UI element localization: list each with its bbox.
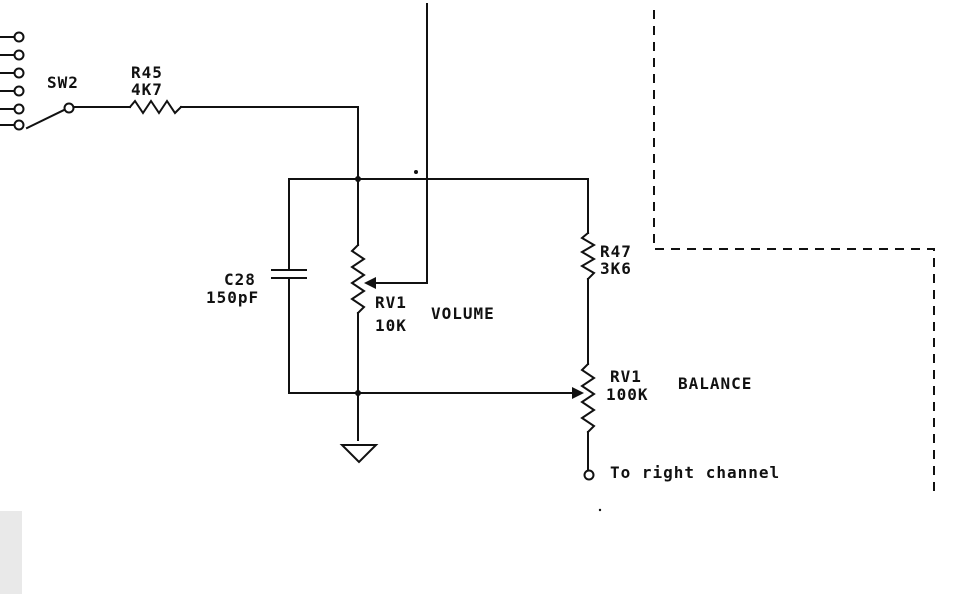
rv1-volume-value-label: 10K bbox=[375, 316, 407, 335]
rv1-volume-function-label: VOLUME bbox=[431, 304, 495, 323]
balance-wiper-arrow bbox=[572, 387, 584, 399]
r45-ref-label: R45 bbox=[131, 63, 163, 82]
corner-panel bbox=[0, 511, 22, 594]
volume-wiper-arrow bbox=[364, 277, 376, 289]
r45-value-label: 4K7 bbox=[131, 80, 163, 99]
output-label: To right channel bbox=[610, 463, 780, 482]
c28-ref-label: C28 bbox=[224, 270, 256, 289]
rv1-balance-function-label: BALANCE bbox=[678, 374, 752, 393]
c28-value-label: 150pF bbox=[206, 288, 259, 307]
switch-sw2: SW2 bbox=[0, 31, 79, 131]
potentiometer-rv1-volume: RV1 10K VOLUME bbox=[350, 243, 495, 335]
ground-symbol bbox=[339, 444, 379, 464]
rv1-balance-value-label: 100K bbox=[606, 385, 649, 404]
resistor-r47: R47 3K6 bbox=[580, 231, 632, 281]
potentiometer-rv1-balance: RV1 100K BALANCE bbox=[580, 362, 752, 434]
dashed-boundary bbox=[653, 10, 935, 498]
resistor-r45: R45 4K7 bbox=[128, 63, 183, 115]
rv1-volume-ref-label: RV1 bbox=[375, 293, 407, 312]
rv1-balance-ref-label: RV1 bbox=[610, 367, 642, 386]
capacitor-c28: C28 150pF bbox=[206, 269, 307, 307]
sw2-label: SW2 bbox=[47, 73, 79, 92]
output-terminal: To right channel bbox=[583, 463, 780, 482]
r47-value-label: 3K6 bbox=[600, 259, 632, 278]
r47-ref-label: R47 bbox=[600, 242, 632, 261]
